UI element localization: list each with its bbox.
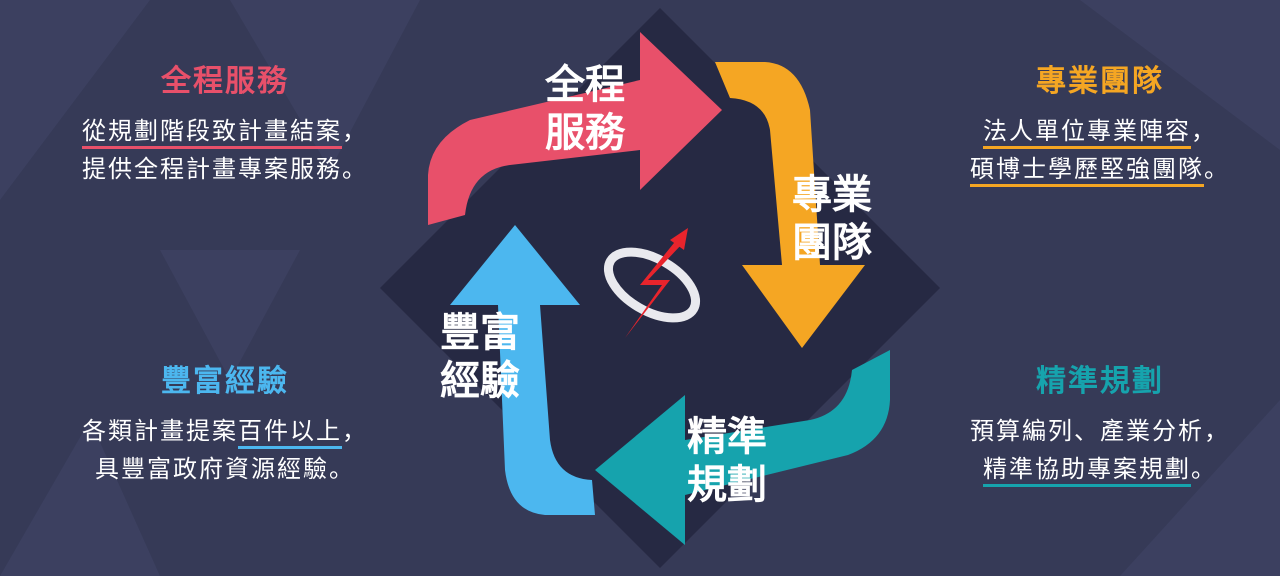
full-service-arrow xyxy=(428,32,722,225)
pro-team-title: 專業團隊 xyxy=(1036,64,1164,99)
rich-experience-arrow xyxy=(450,225,595,515)
rich-experience-line-2: 具豐富政府資源經驗。 xyxy=(95,455,355,483)
precise-planning-underlined-text: 精準協助專案規劃 xyxy=(983,454,1191,487)
full-service-underlined-text: 從規劃階段致計畫結案 xyxy=(82,116,342,149)
precise-planning-arrow xyxy=(595,350,890,545)
rich-experience-line-1: 各類計畫提案百件以上， xyxy=(40,412,410,450)
pro-team-text-block: 專業團隊 法人單位專業陣容， 碩博士學歷堅強團隊。 xyxy=(920,62,1280,188)
rich-experience-line-1-punct: ， xyxy=(342,417,368,445)
precise-planning-line-2: 精準協助專案規劃。 xyxy=(920,450,1280,488)
precise-planning-line-1: 預算編列、產業分析， xyxy=(970,417,1230,445)
rich-experience-underlined-text: 百件以上 xyxy=(238,416,342,449)
full-service-arrow-label-2: 服務 xyxy=(545,110,626,156)
rich-experience-arrow-label-1: 豐富 xyxy=(440,310,520,356)
pro-team-line-1-punct: ， xyxy=(1191,117,1217,145)
full-service-line-1: 從規劃階段致計畫結案， xyxy=(40,112,410,150)
precise-planning-line-2-punct: 。 xyxy=(1191,455,1217,483)
lightning-arrow-ring-icon xyxy=(603,228,701,338)
pro-team-arrow xyxy=(715,62,865,348)
full-service-line-2: 提供全程計畫專案服務。 xyxy=(82,155,368,183)
pro-team-arrow-label-2: 團隊 xyxy=(792,220,872,266)
pro-team-line-1: 法人單位專業陣容， xyxy=(920,112,1280,150)
full-service-line-1-punct: ， xyxy=(342,117,368,145)
precise-planning-text-block: 精準規劃 預算編列、產業分析， 精準協助專案規劃。 xyxy=(920,362,1280,488)
pro-team-line-2-punct: 。 xyxy=(1204,155,1230,183)
full-service-title: 全程服務 xyxy=(161,64,289,99)
rich-experience-text-block: 豐富經驗 各類計畫提案百件以上， 具豐富政府資源經驗。 xyxy=(40,362,410,488)
pro-team-underlined-text-2: 碩博士學歷堅強團隊 xyxy=(970,154,1204,187)
precise-planning-title: 精準規劃 xyxy=(1036,364,1164,399)
rich-experience-line-1-start: 各類計畫提案 xyxy=(82,417,238,445)
rich-experience-arrow-label-2: 經驗 xyxy=(440,358,520,404)
pro-team-arrow-label-1: 專業 xyxy=(792,172,872,218)
precise-planning-arrow-label-1: 精準 xyxy=(687,414,767,460)
full-service-text-block: 全程服務 從規劃階段致計畫結案， 提供全程計畫專案服務。 xyxy=(40,62,410,188)
rich-experience-title: 豐富經驗 xyxy=(161,364,289,399)
pro-team-line-2: 碩博士學歷堅強團隊。 xyxy=(920,150,1280,188)
full-service-arrow-label-1: 全程 xyxy=(544,62,625,108)
precise-planning-arrow-label-2: 規劃 xyxy=(687,462,767,508)
pro-team-underlined-text-1: 法人單位專業陣容 xyxy=(983,116,1191,149)
cycle-diagram: 全程 服務 專業 團隊 精準 規劃 豐富 經驗 xyxy=(380,8,940,568)
